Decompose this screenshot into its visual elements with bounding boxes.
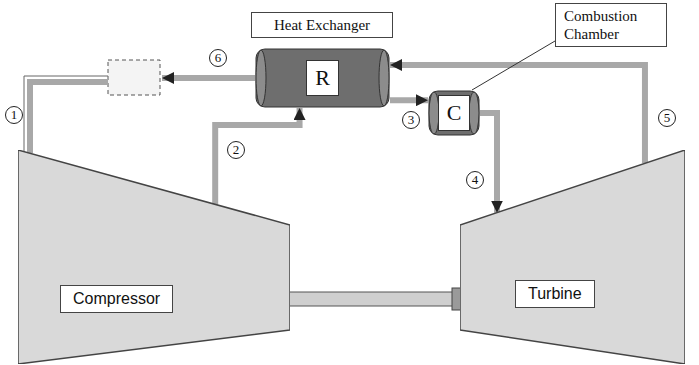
callout-number: 3: [402, 111, 420, 129]
node-text: Compressor: [60, 285, 173, 313]
pipe: [215, 108, 299, 204]
pipe: [480, 113, 497, 213]
callout-number: 4: [466, 171, 484, 189]
dashed-box: [108, 60, 160, 95]
compressor: Compressor: [18, 150, 290, 364]
callout-number: 6: [209, 49, 227, 67]
cylinder-end: [469, 92, 479, 134]
inlet-pipe-outline: [24, 76, 108, 153]
node-text: Turbine: [515, 280, 595, 308]
pipe: [390, 97, 428, 103]
leader-line: [472, 41, 555, 90]
cylinder-body: [256, 49, 389, 107]
node-text: Heat Exchanger: [274, 16, 370, 34]
callout-number: 1: [5, 106, 23, 124]
callout-number: 5: [658, 109, 676, 127]
turbine: Turbine: [460, 150, 685, 364]
label-box: Combustion Chamber: [555, 3, 667, 47]
heat-exchanger: R: [255, 48, 390, 108]
machine-shape: [18, 150, 290, 364]
exhaust-pipe: [162, 75, 255, 81]
label-box: Heat Exchanger: [251, 12, 393, 38]
callout-number: 2: [227, 141, 245, 159]
node-text: Combustion Chamber: [564, 7, 658, 43]
cylinder-body: [429, 91, 479, 135]
combustion-chamber: C: [428, 90, 480, 136]
cylinder-end: [379, 50, 389, 106]
cylinder-end: [256, 50, 266, 106]
machine-body: [18, 150, 290, 364]
node-text: R: [306, 60, 339, 96]
inlet-pipe: [30, 82, 108, 153]
machine-shape: [460, 150, 685, 364]
machine-body: [460, 150, 685, 364]
node-text: C: [438, 95, 471, 131]
shaft: [286, 292, 464, 306]
pipe: [390, 65, 645, 163]
